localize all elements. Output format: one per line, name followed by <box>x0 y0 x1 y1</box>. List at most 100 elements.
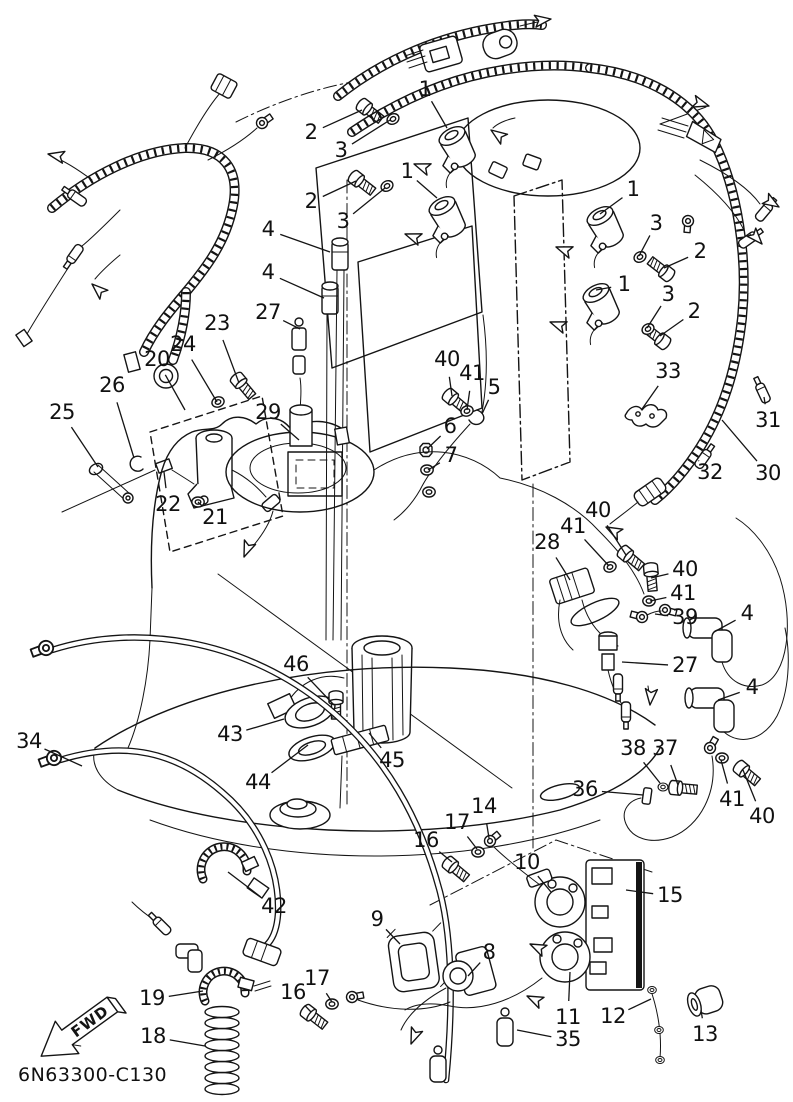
callout-12: 12 <box>600 1004 626 1029</box>
callout-32: 32 <box>697 460 723 485</box>
leader-line <box>116 402 135 459</box>
engine-block <box>93 404 661 857</box>
callout-31: 31 <box>755 408 781 433</box>
callout-27: 27 <box>255 300 281 325</box>
leader-line <box>351 119 391 145</box>
leader-line <box>222 339 240 384</box>
callout-14: 14 <box>471 794 497 819</box>
leader-line <box>438 851 453 863</box>
wiring-harness-right <box>585 63 783 541</box>
leader-line <box>659 318 684 337</box>
callout-17: 17 <box>304 966 330 991</box>
callout-46: 46 <box>283 652 309 677</box>
callout-3: 3 <box>661 282 675 307</box>
wiring-harness-left <box>15 73 353 389</box>
leader-line <box>720 759 729 784</box>
clamp-19 <box>198 966 272 1006</box>
callout-2: 2 <box>304 189 318 214</box>
callout-43: 43 <box>217 722 243 747</box>
callout-9: 9 <box>370 907 384 932</box>
elbow-connector <box>175 943 203 973</box>
leader-line <box>325 992 333 1003</box>
callout-41: 41 <box>459 361 485 386</box>
plug-caps-right <box>682 517 789 740</box>
callout-17: 17 <box>444 810 470 835</box>
round-connector <box>482 28 518 60</box>
leader-line <box>169 1039 206 1047</box>
leader-line <box>307 676 335 706</box>
leader-line <box>537 875 552 893</box>
callout-15: 15 <box>657 883 683 908</box>
callout-33: 33 <box>655 359 681 384</box>
leader-line <box>430 100 448 129</box>
leader-line <box>713 619 736 633</box>
leader-line <box>191 359 218 403</box>
corrugated-tube <box>204 1005 240 1096</box>
leader-line <box>584 539 610 567</box>
callout-44: 44 <box>245 770 271 795</box>
callout-1: 1 <box>626 177 640 202</box>
callout-39: 39 <box>672 605 698 630</box>
plug-caps-left <box>321 237 349 641</box>
callout-27: 27 <box>672 653 698 678</box>
callout-3: 3 <box>336 209 350 234</box>
leader-line <box>385 928 401 945</box>
leader-line <box>486 823 490 839</box>
leader-line <box>641 385 659 410</box>
callout-2: 2 <box>304 120 318 145</box>
leader-line <box>670 764 679 786</box>
callout-25: 25 <box>49 400 75 425</box>
leader-line <box>168 990 204 998</box>
callout-8: 8 <box>482 940 496 965</box>
leader-line <box>568 971 571 1002</box>
callout-40: 40 <box>749 804 775 829</box>
leader-line <box>368 732 382 749</box>
callout-36: 36 <box>572 777 598 802</box>
leader-line <box>654 613 669 617</box>
callout-23: 23 <box>204 311 230 336</box>
callout-2: 2 <box>693 239 707 264</box>
leader-line <box>601 790 644 796</box>
callout-11: 11 <box>555 1005 581 1030</box>
callout-21: 21 <box>202 505 228 530</box>
callout-41: 41 <box>670 581 696 606</box>
leader-line <box>606 524 627 556</box>
leader-line <box>721 419 758 462</box>
leader-line <box>44 748 83 767</box>
callout-1: 1 <box>418 77 432 102</box>
leader-line <box>466 836 478 850</box>
connector-8 <box>400 945 497 1083</box>
leader-line <box>625 889 654 895</box>
leader-line <box>649 596 667 602</box>
leader-line <box>164 374 186 411</box>
callout-40: 40 <box>434 347 460 372</box>
callout-2: 2 <box>687 299 701 324</box>
callout-35: 35 <box>555 1027 581 1052</box>
ground-wire-loop <box>623 734 763 841</box>
callout-4: 4 <box>745 675 759 700</box>
leader-line <box>481 399 490 415</box>
callout-41: 41 <box>719 787 745 812</box>
leader-line <box>555 557 571 581</box>
callout-40: 40 <box>585 498 611 523</box>
callout-18: 18 <box>140 1024 166 1049</box>
callout-45: 45 <box>379 748 405 773</box>
harness-connector <box>419 35 463 73</box>
leader-line <box>279 277 325 299</box>
callout-19: 19 <box>139 986 165 1011</box>
leader-line <box>516 1029 552 1038</box>
relay-assembly <box>297 828 724 1064</box>
leader-line <box>599 197 623 215</box>
leader-line <box>448 376 453 397</box>
leader-line <box>426 435 442 450</box>
callout-38: 38 <box>620 736 646 761</box>
leader-line <box>742 769 757 802</box>
callout-5: 5 <box>487 375 501 400</box>
leader-line <box>282 320 301 330</box>
callout-24: 24 <box>170 332 196 357</box>
leader-line <box>304 1004 312 1013</box>
leader-line <box>595 286 612 291</box>
callout-30: 30 <box>755 461 781 486</box>
leader-line <box>427 462 441 471</box>
